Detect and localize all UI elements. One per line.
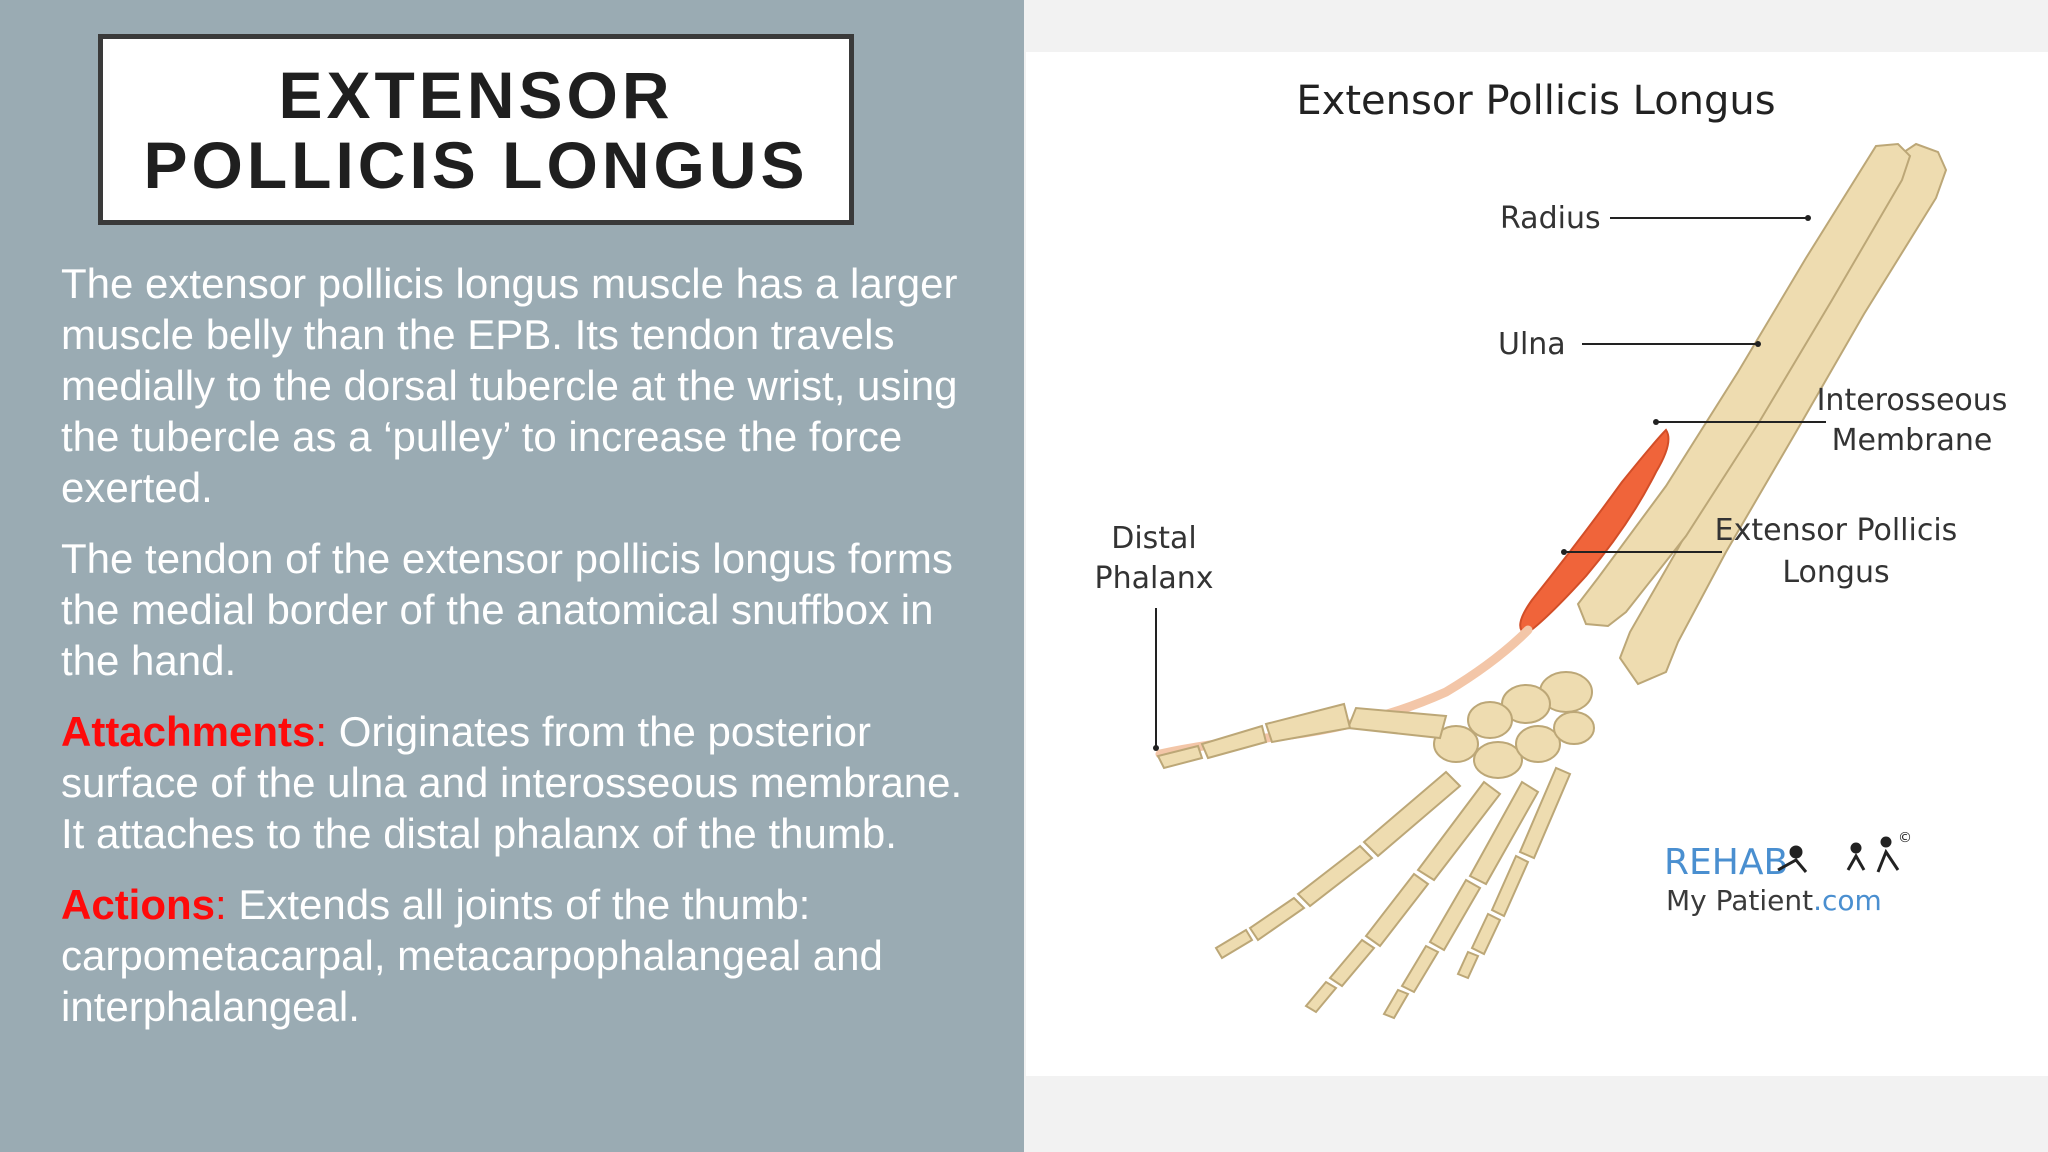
paragraph-description: The extensor pollicis longus muscle has … — [61, 260, 958, 511]
label-ulna: Ulna — [1498, 327, 1566, 362]
attachments-colon: : — [315, 708, 328, 755]
figure-title: Extensor Pollicis Longus — [1296, 78, 1775, 124]
radius-leader-dot — [1805, 215, 1811, 221]
ulna-leader-dot — [1755, 341, 1761, 347]
slide-title-line-1: EXTENSOR — [278, 57, 674, 132]
slide-title-box: EXTENSOR POLLICIS LONGUS — [98, 34, 854, 225]
left-text-panel: EXTENSOR POLLICIS LONGUS The extensor po… — [0, 0, 1024, 1152]
label-distal-line-1: Distal — [1111, 521, 1197, 556]
interosseous-leader-dot — [1653, 419, 1659, 425]
logo-line2-b: .com — [1813, 884, 1882, 917]
label-epl-line-2: Longus — [1782, 555, 1889, 590]
logo-figures-icon — [1777, 836, 1900, 873]
label-distal-line-2: Phalanx — [1095, 561, 1214, 596]
thumb-bones — [1156, 702, 1448, 770]
label-epl-line-1: Extensor Pollicis — [1715, 513, 1958, 548]
attachments-label: Attachments — [61, 708, 316, 755]
carpal-bones — [1433, 671, 1595, 779]
actions-colon: : — [215, 881, 227, 928]
paragraph-snuffbox: The tendon of the extensor pollicis long… — [61, 535, 953, 684]
slide-body: The extensor pollicis longus muscle has … — [61, 258, 981, 1052]
logo-line2: My Patient.com — [1666, 884, 1882, 917]
slide-title-line-2: POLLICIS LONGUS — [143, 127, 809, 202]
label-interosseous-line-1: Interosseous — [1817, 383, 2008, 418]
epl-leader-dot — [1561, 549, 1567, 555]
paragraph-attachments: Attachments: Originates from the posteri… — [61, 706, 981, 859]
ulna-bone — [1576, 142, 1912, 628]
rehab-my-patient-logo: REHAB © My Patient.com — [1664, 830, 1912, 917]
actions-text: Extends all joints of the thumb: carpome… — [61, 881, 883, 1030]
label-radius: Radius — [1500, 201, 1601, 236]
attachments-text: Originates from the posterior surface of… — [61, 708, 963, 857]
logo-brand-text: REHAB — [1664, 842, 1788, 883]
actions-label: Actions — [61, 881, 216, 928]
finger-bones — [1214, 766, 1572, 1020]
logo-copyright-mark: © — [1898, 830, 1912, 846]
anatomy-figure: Extensor Pollicis Longus — [1026, 52, 2048, 1076]
forearm-illustration: Extensor Pollicis Longus — [1095, 78, 2008, 1020]
logo-line2-a: My Patient — [1666, 884, 1813, 917]
label-interosseous-line-2: Membrane — [1832, 423, 1993, 458]
distal-phalanx-leader-dot — [1153, 745, 1159, 751]
paragraph-actions: Actions: Extends all joints of the thumb… — [61, 879, 981, 1032]
